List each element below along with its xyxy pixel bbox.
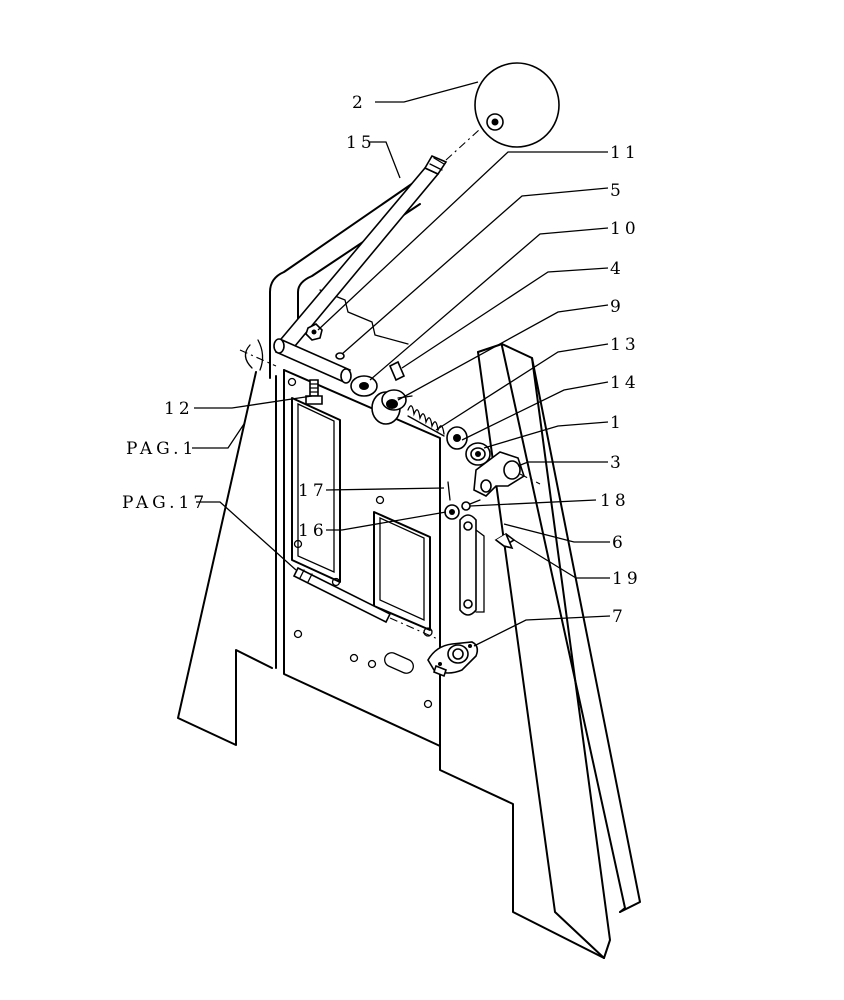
label-10: 10 bbox=[610, 219, 640, 239]
bracket-7 bbox=[427, 641, 479, 678]
link-6 bbox=[459, 514, 485, 616]
label-17: 17 bbox=[298, 481, 328, 501]
label-1: 1 bbox=[610, 413, 625, 433]
label-pag-17: PAG.17 bbox=[122, 493, 208, 513]
callout-labels: 2 15 11 5 10 4 9 13 14 1 3 18 6 19 7 12 … bbox=[122, 93, 642, 627]
fork-axis-line bbox=[519, 473, 541, 485]
bush-1 bbox=[465, 442, 491, 466]
lever-knob bbox=[474, 62, 560, 148]
label-9: 9 bbox=[610, 297, 625, 317]
split-pin-18 bbox=[461, 499, 481, 511]
label-4: 4 bbox=[610, 259, 625, 279]
label-12: 12 bbox=[164, 399, 194, 419]
washer-14 bbox=[446, 426, 468, 450]
label-3: 3 bbox=[610, 453, 625, 473]
pin-17 bbox=[447, 481, 451, 501]
washer-16 bbox=[444, 504, 460, 520]
bush-9 bbox=[371, 389, 413, 425]
washer-10 bbox=[350, 375, 378, 397]
spring-13 bbox=[407, 405, 445, 437]
roll-pin-4 bbox=[388, 360, 406, 382]
label-14: 14 bbox=[610, 373, 640, 393]
leader-lines bbox=[192, 81, 611, 647]
nut-11 bbox=[305, 323, 323, 341]
label-18: 18 bbox=[600, 491, 630, 511]
fork-3 bbox=[473, 451, 525, 497]
label-2: 2 bbox=[352, 93, 367, 113]
label-6: 6 bbox=[612, 533, 627, 553]
rod-pag17 bbox=[292, 566, 441, 641]
pin-19 bbox=[494, 533, 516, 550]
pin-5 bbox=[335, 352, 345, 360]
label-16: 16 bbox=[298, 521, 328, 541]
label-19: 19 bbox=[612, 569, 642, 589]
label-pag-1: PAG.1 bbox=[126, 439, 197, 459]
label-11: 11 bbox=[610, 143, 640, 163]
housing bbox=[177, 169, 641, 959]
screw-12 bbox=[305, 379, 323, 405]
label-7: 7 bbox=[612, 607, 627, 627]
label-13: 13 bbox=[610, 335, 640, 355]
label-15: 15 bbox=[346, 133, 376, 153]
gear-lever bbox=[274, 154, 448, 353]
selector-shaft bbox=[273, 338, 352, 384]
label-5: 5 bbox=[610, 181, 625, 201]
